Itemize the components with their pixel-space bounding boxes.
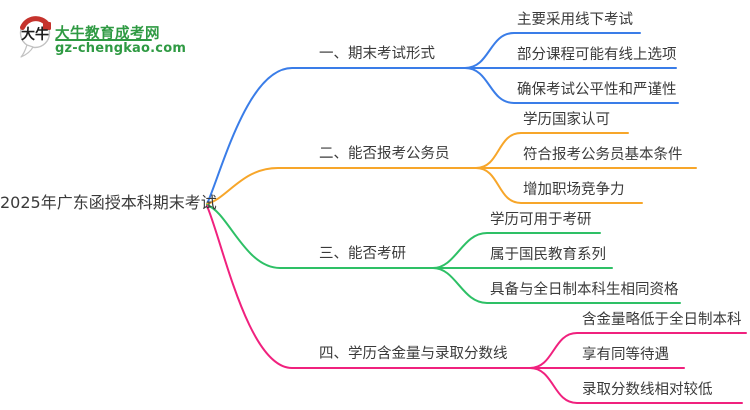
branch-1-connectors: [206, 32, 679, 205]
logo-icon-text: 大牛: [21, 26, 49, 43]
branch-1-label: 一、期末考试形式: [319, 46, 435, 62]
branch-1-leaf-3: 确保考试公平性和严谨性: [517, 82, 677, 98]
brand-logo: 大牛 大牛教育成考网 gz-chengkao.com: [18, 14, 208, 64]
brand-title: 大牛教育成考网: [55, 26, 160, 42]
logo-seal-icon: [43, 22, 51, 30]
branch-3-connectors: [206, 204, 681, 304]
central-topic: 2025年广东函授本科期末考试: [0, 193, 217, 212]
branch-2-leaf-2: 符合报考公务员基本条件: [523, 147, 683, 163]
branch-1-leaf-1: 主要采用线下考试: [517, 12, 633, 28]
branch-2-connectors: [206, 132, 697, 205]
branch-2-label: 二、能否报考公务员: [319, 146, 450, 162]
branch-4-label: 四、学历含金量与录取分数线: [319, 346, 508, 362]
branch-2-leaf-1: 学历国家认可: [523, 112, 610, 128]
branch-4-connectors: [206, 205, 747, 404]
branch-3-leaf-1: 学历可用于考研: [490, 212, 592, 228]
branch-2-leaf-3: 增加职场竞争力: [523, 182, 625, 198]
branch-3-label: 三、能否考研: [319, 246, 406, 262]
branch-4-leaf-1: 含金量略低于全日制本科: [582, 312, 742, 328]
branch-3-leaf-2: 属于国民教育系列: [490, 247, 606, 263]
branch-3-leaf-3: 具备与全日制本科生相同资格: [490, 282, 679, 298]
brand-separator: [55, 39, 152, 41]
logo-speech-bubble-icon: 大牛: [19, 16, 51, 58]
branch-4-leaf-2: 享有同等待遇: [582, 347, 669, 363]
branch-1-leaf-2: 部分课程可能有线上选项: [517, 47, 677, 63]
branch-4-leaf-3: 录取分数线相对较低: [582, 382, 713, 398]
brand-domain: gz-chengkao.com: [55, 41, 187, 56]
